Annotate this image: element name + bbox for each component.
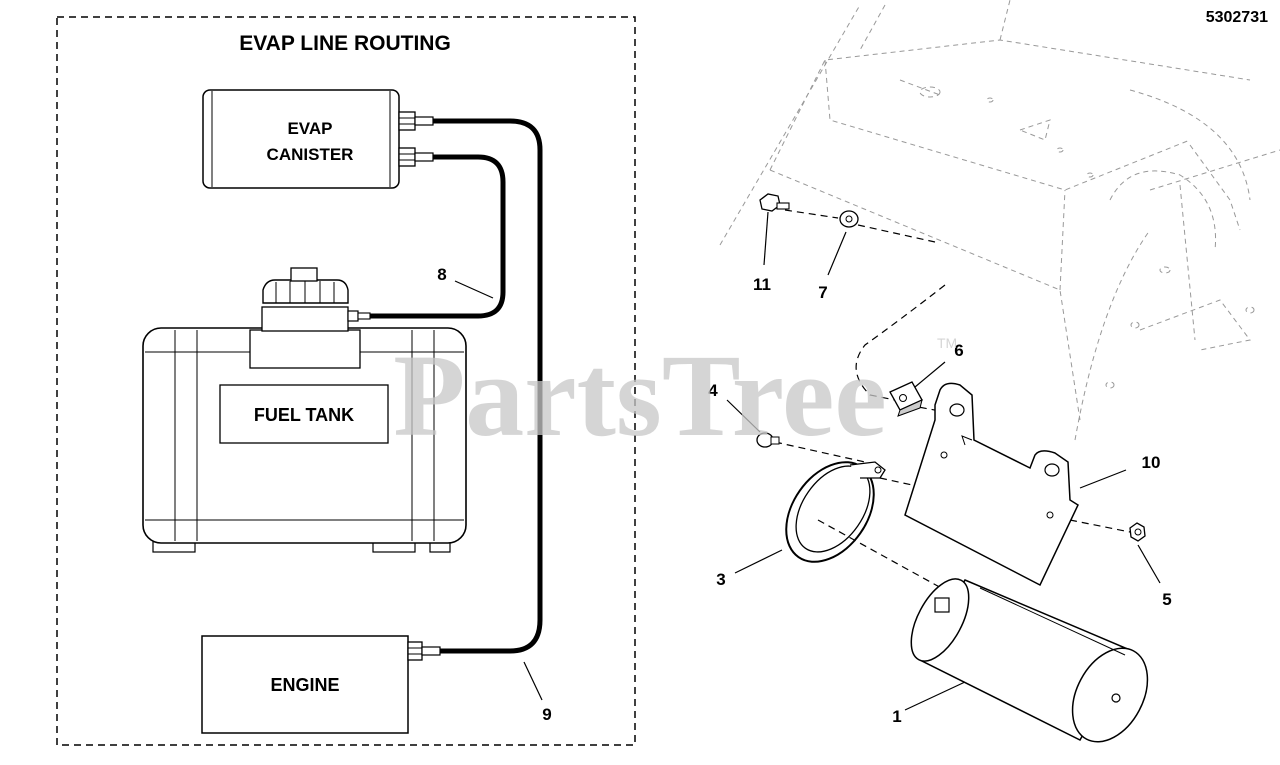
callout-9: 9: [542, 705, 551, 724]
routing-panel-border: [56, 16, 636, 746]
assembly-view: 11 7 6 4 10 3 5 1: [708, 0, 1280, 743]
screw-part: [756, 432, 780, 448]
bracket-part: [904, 382, 1079, 587]
canister-part: [910, 578, 1149, 743]
bolt-part: [759, 193, 790, 212]
exploded-leaders: [774, 209, 1131, 591]
callout-8: 8: [437, 265, 446, 284]
partstree-watermark: PartsTree TM: [393, 330, 957, 461]
hose-canister-to-tank: [370, 154, 506, 319]
watermark-tm: TM: [937, 335, 957, 351]
callout-1: 1: [892, 707, 901, 726]
callout-leaders: [726, 211, 1161, 711]
routing-title: EVAP LINE ROUTING: [239, 32, 451, 55]
fuel-tank-label: FUEL TANK: [254, 405, 354, 425]
engine-schematic: ENGINE: [201, 635, 441, 734]
canister-label-line2: CANISTER: [267, 145, 354, 164]
watermark-text: PartsTree: [393, 330, 887, 461]
part-number: 5302731: [1206, 9, 1268, 26]
callout-11: 11: [753, 275, 771, 294]
fuel-tank-schematic: FUEL TANK: [142, 267, 467, 553]
nut-part: [1129, 522, 1146, 542]
callout-3: 3: [716, 570, 725, 589]
strap-part: [785, 461, 886, 563]
callout-10: 10: [1142, 453, 1161, 472]
frame-phantom: [719, 0, 1280, 441]
hose-canister-to-engine: [433, 118, 543, 654]
routing-panel: EVAP LINE ROUTING EVAP CANISTER: [56, 16, 636, 746]
callout-6: 6: [954, 341, 963, 360]
engine-label: ENGINE: [270, 675, 339, 695]
clip-nut-part: [889, 381, 923, 417]
washer-part: [839, 210, 859, 228]
evap-canister-schematic: EVAP CANISTER: [202, 89, 434, 189]
canister-label-line1: EVAP: [287, 119, 332, 138]
callout-7: 7: [818, 283, 827, 302]
callout-5: 5: [1162, 590, 1171, 609]
callout-4: 4: [708, 381, 718, 400]
